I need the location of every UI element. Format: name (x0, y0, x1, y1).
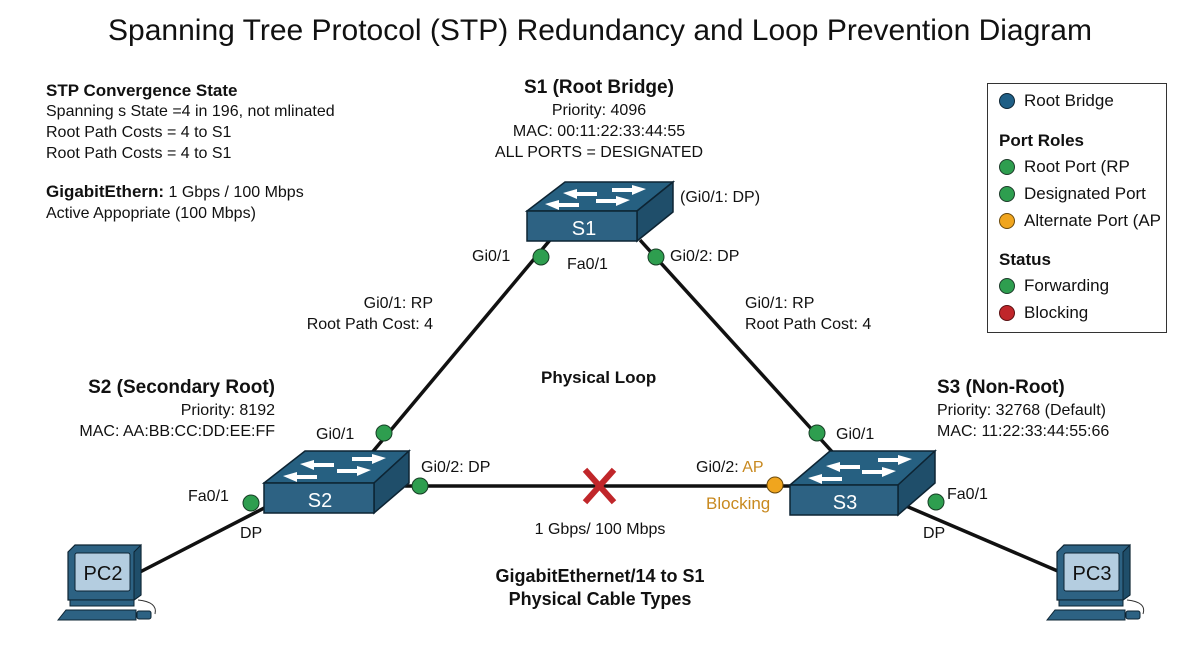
convergence-line: Spanning s State =4 in 196, not mlinated (46, 103, 335, 120)
s2-uplink-annotation: Gi0/1: RP Root Path Cost: 4 (290, 293, 433, 335)
s3-port-fa01-role: DP (923, 525, 946, 542)
port-dot-s2-fa01[interactable] (242, 494, 260, 512)
blocked-x-icon (582, 467, 617, 505)
port-dot-s2-gi02[interactable] (411, 477, 429, 495)
switch-s3[interactable] (787, 449, 937, 517)
root-port-dot-icon (999, 159, 1015, 175)
link-speed-label: 1 Gbps/ 100 Mbps (534, 521, 666, 538)
legend-item-designated-port: Designated Port (999, 184, 1146, 204)
convergence-line: Root Path Costs = 4 to S1 (46, 145, 232, 162)
s2-info: S2 (Secondary Root) Priority: 8192 MAC: … (30, 376, 275, 442)
pc2-computer-icon[interactable] (56, 543, 156, 621)
s3-heading: S3 (Non-Root) (937, 377, 1065, 398)
s3-uplink-role: Gi0/1: RP (745, 295, 815, 312)
s3-info: S3 (Non-Root) Priority: 32768 (Default) … (937, 376, 1109, 442)
switch-s2[interactable] (261, 449, 411, 515)
s2-heading: S2 (Secondary Root) (88, 377, 275, 398)
s1-label: S1 (572, 218, 596, 240)
s2-uplink-cost: Root Path Cost: 4 (306, 316, 433, 333)
port-dot-s3-gi01[interactable] (808, 424, 826, 442)
s3-port-gi02-role: AP (742, 459, 764, 476)
s3-uplink-cost: Root Path Cost: 4 (745, 316, 872, 333)
s2-port-fa01: Fa0/1 (188, 488, 229, 505)
designated-port-dot-icon (999, 186, 1015, 202)
convergence-panel: STP Convergence State Spanning s State =… (46, 80, 335, 224)
s3-port-gi02-status: Blocking (706, 494, 771, 513)
s3-port-gi01: Gi0/1 (836, 426, 875, 443)
page-title: Spanning Tree Protocol (STP) Redundancy … (108, 14, 1092, 47)
gig-value: 1 Gbps / 100 Mbps (164, 184, 304, 201)
s2-port-gi01: Gi0/1 (316, 426, 355, 443)
link-s3-pc3[interactable] (891, 498, 1061, 574)
cable-types-caption: GigabitEthernet/14 to S1 Physical Cable … (430, 565, 770, 611)
s3-port-gi02: Gi0/2: AP (696, 457, 764, 478)
s2-port-fa01-role: DP (240, 525, 263, 542)
port-dot-s3-fa01[interactable] (927, 493, 945, 511)
port-dot-s2-gi01[interactable] (375, 424, 393, 442)
s1-priority: Priority: 4096 (551, 102, 647, 119)
gig-label: GigabitEthern: (46, 182, 165, 201)
s3-priority: Priority: 32768 (Default) (937, 402, 1106, 419)
legend-label: Forwarding (1024, 276, 1110, 295)
legend-item-root-port: Root Port (RP (999, 157, 1130, 177)
forwarding-dot-icon (999, 278, 1015, 294)
s1-side-note: (Gi0/1: DP) (680, 189, 761, 206)
s1-port-fa01: Fa0/1 (567, 256, 608, 273)
alternate-port-dot-icon (999, 213, 1015, 229)
s2-priority: Priority: 8192 (180, 402, 275, 419)
legend-item-blocking: Blocking (999, 303, 1088, 323)
convergence-heading: STP Convergence State (46, 81, 238, 100)
s1-info: S1 (Root Bridge) Priority: 4096 MAC: 00:… (484, 76, 714, 163)
link-s2-pc2[interactable] (139, 503, 271, 574)
legend-item-forwarding: Forwarding (999, 276, 1109, 296)
s2-port-gi02: Gi0/2: DP (421, 459, 491, 476)
switch-s1[interactable] (524, 180, 676, 243)
port-dot-s1-gi02[interactable] (647, 248, 665, 266)
s3-mac: MAC: 11:22:33:44:55:66 (937, 423, 1110, 440)
port-dot-s3-gi02[interactable] (766, 476, 784, 494)
legend-status-heading: Status (999, 250, 1051, 269)
s1-port-gi02: Gi0/2: DP (670, 248, 740, 265)
blocking-dot-icon (999, 305, 1015, 321)
link-s1-s2[interactable] (368, 238, 552, 457)
legend-label: Alternate Port (AP (1024, 211, 1162, 230)
legend-label: Blocking (1024, 303, 1089, 322)
s1-note: ALL PORTS = DESIGNATED (494, 144, 704, 161)
legend-item-alternate-port: Alternate Port (AP (999, 211, 1161, 231)
bottom-line-1: GigabitEthernet/14 to S1 (495, 566, 705, 586)
s3-label: S3 (833, 492, 857, 514)
legend-port-roles-heading: Port Roles (999, 131, 1085, 150)
s1-heading: S1 (Root Bridge) (524, 77, 674, 98)
pc3-computer-icon[interactable] (1045, 543, 1145, 621)
port-dot-s1-gi01[interactable] (532, 248, 550, 266)
s2-mac: MAC: AA:BB:CC:DD:EE:FF (79, 423, 275, 440)
s1-mac: MAC: 00:11:22:33:44:55 (512, 123, 686, 140)
legend-label: Designated Port (1024, 184, 1146, 203)
s1-port-gi01: Gi0/1 (472, 248, 511, 265)
s3-port-fa01: Fa0/1 (947, 486, 988, 503)
pc3-label: PC3 (1073, 563, 1112, 585)
link-s1-s3[interactable] (638, 238, 837, 457)
legend-label: Root Bridge (1024, 91, 1114, 110)
physical-loop-label: Physical Loop (541, 368, 657, 387)
active-line: Active Appopriate (100 Mbps) (46, 205, 256, 222)
s3-port-gi02-prefix: Gi0/2: (696, 459, 743, 476)
root-bridge-dot-icon (999, 93, 1015, 109)
s2-label: S2 (308, 490, 332, 512)
s2-uplink-role: Gi0/1: RP (363, 295, 433, 312)
convergence-line: Root Path Costs = 4 to S1 (46, 124, 232, 141)
legend-item-root-bridge: Root Bridge (999, 91, 1114, 111)
pc2-label: PC2 (84, 563, 123, 585)
bottom-line-2: Physical Cable Types (508, 589, 692, 609)
legend-label: Root Port (RP (1024, 157, 1130, 176)
s3-uplink-annotation: Gi0/1: RP Root Path Cost: 4 (745, 293, 871, 335)
legend: Root Bridge Port Roles Root Port (RP Des… (987, 83, 1167, 333)
